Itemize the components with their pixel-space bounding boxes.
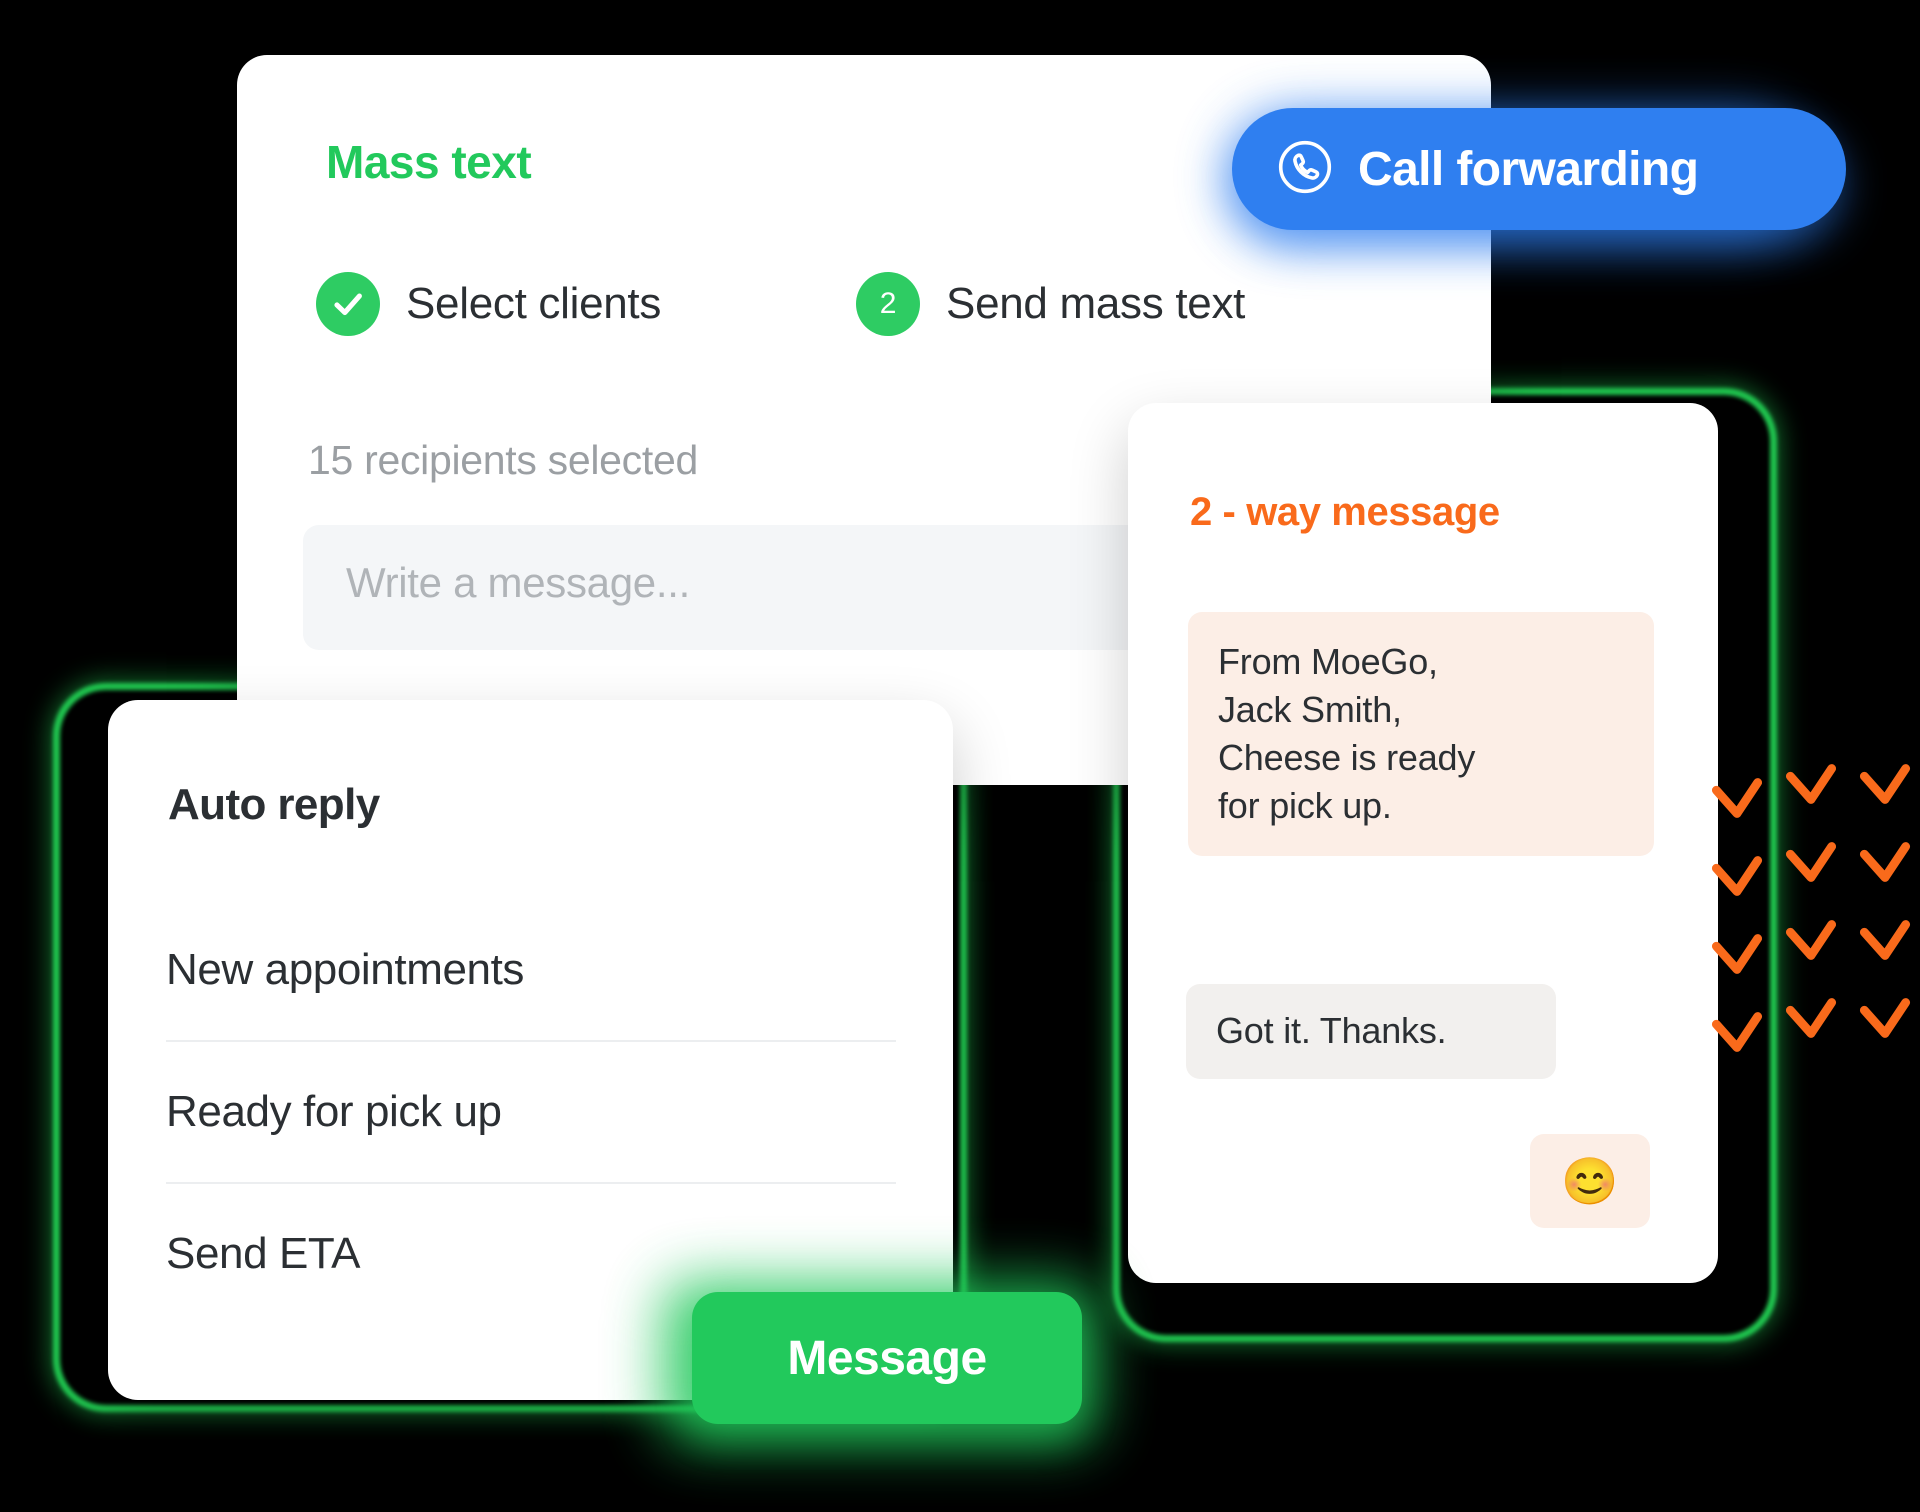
check-mark-icon — [1848, 823, 1920, 901]
message-button[interactable]: Message — [692, 1292, 1082, 1424]
check-mark-icon — [1774, 745, 1848, 823]
call-forwarding-button[interactable]: Call forwarding — [1232, 108, 1846, 230]
check-mark-icon — [1700, 851, 1774, 901]
message-line: Jack Smith, — [1218, 688, 1402, 730]
auto-reply-item-send-eta[interactable]: Send ETA — [166, 1184, 896, 1324]
message-line: Cheese is ready — [1218, 736, 1476, 778]
step-select-clients[interactable]: Select clients — [316, 272, 661, 336]
auto-reply-list: New appointments Ready for pick up Send … — [166, 900, 896, 1324]
message-line: for pick up. — [1218, 784, 1392, 826]
check-mark-icon — [1700, 929, 1774, 979]
check-mark-icon — [1848, 979, 1920, 1057]
auto-reply-item-label: Ready for pick up — [166, 1087, 502, 1136]
message-bubble-outgoing: Got it. Thanks. — [1186, 984, 1556, 1079]
check-mark-icon — [1774, 901, 1848, 979]
auto-reply-item-ready-for-pick-up[interactable]: Ready for pick up — [166, 1042, 896, 1182]
message-bubble-incoming: From MoeGo, Jack Smith, Cheese is ready … — [1188, 612, 1654, 856]
recipients-status: 15 recipients selected — [308, 437, 698, 483]
check-mark-icon — [1700, 1007, 1774, 1057]
check-mark-pattern — [1700, 745, 1920, 1057]
message-line: Got it. Thanks. — [1216, 1010, 1447, 1051]
check-mark-icon — [1700, 773, 1774, 823]
step-number-badge: 2 — [856, 272, 921, 336]
smiling-face-emoji: 😊 — [1561, 1154, 1619, 1207]
message-bubble-reaction: 😊 — [1530, 1134, 1650, 1228]
auto-reply-title: Auto reply — [168, 780, 380, 829]
message-button-label: Message — [787, 1331, 987, 1385]
step-number: 2 — [879, 287, 897, 320]
step-label-select-clients: Select clients — [406, 279, 662, 328]
message-line: From MoeGo, — [1218, 641, 1438, 682]
auto-reply-item-label: Send ETA — [166, 1229, 361, 1278]
list-divider — [166, 1040, 896, 1042]
mass-text-steps: Select clients 2 Send mass text — [316, 272, 1245, 336]
check-mark-icon — [1774, 823, 1848, 901]
step-send-mass-text[interactable]: 2 Send mass text — [856, 272, 1245, 336]
check-mark-icon — [1774, 979, 1848, 1057]
check-mark-icon — [1848, 901, 1920, 979]
two-way-message-title: 2 - way message — [1190, 490, 1500, 534]
call-forwarding-label: Call forwarding — [1358, 142, 1699, 196]
check-icon — [316, 272, 380, 336]
mass-text-title: Mass text — [326, 136, 532, 188]
message-input-placeholder: Write a message... — [346, 559, 690, 606]
phone-circle-icon — [1276, 138, 1334, 201]
step-label-send-mass-text: Send mass text — [946, 279, 1246, 328]
auto-reply-item-label: New appointments — [166, 945, 525, 994]
list-divider — [166, 1182, 896, 1184]
check-mark-icon — [1848, 745, 1920, 823]
auto-reply-item-new-appointments[interactable]: New appointments — [166, 900, 896, 1040]
